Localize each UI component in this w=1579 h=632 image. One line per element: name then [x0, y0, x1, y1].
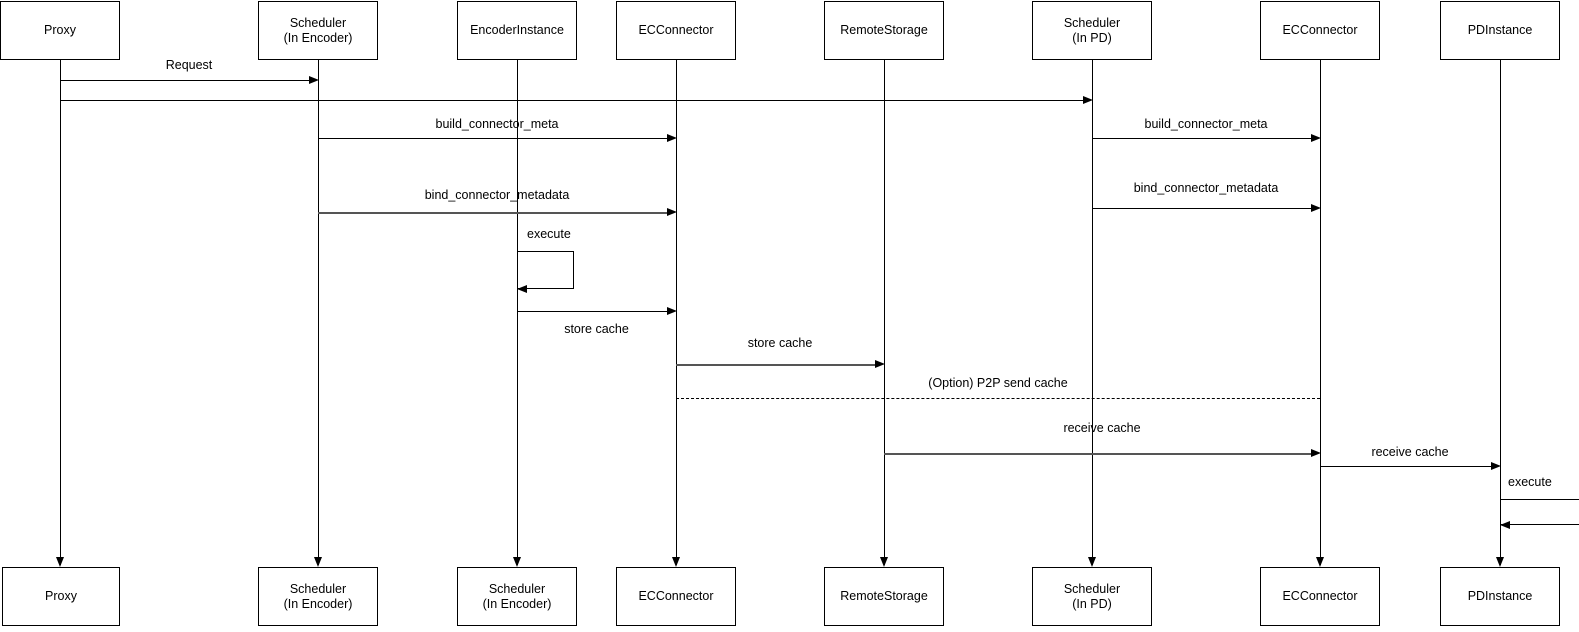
participant-box-bottom-remote-store[interactable]: RemoteStorage	[824, 567, 944, 626]
message-label-store-cache-encoder: store cache	[564, 322, 629, 336]
message-arrowhead-receive-cache-pd-instance	[1491, 461, 1501, 470]
participant-box-bottom-ec-conn-pd[interactable]: ECConnector	[1260, 567, 1380, 626]
message-label-store-cache-remote: store cache	[747, 336, 813, 350]
lifeline-end-arrow-ec-conn-pd	[1316, 557, 1324, 567]
message-label-bind-connector-metadata-encoder: bind_connector_metadata	[424, 188, 570, 202]
message-line-receive-cache-pd-instance	[1320, 466, 1494, 467]
message-label-request: Request	[165, 58, 213, 72]
participant-box-top-ec-conn-enc[interactable]: ECConnector	[616, 1, 736, 60]
message-line-store-cache-remote	[676, 364, 878, 366]
lifeline-end-arrow-proxy	[56, 557, 64, 567]
participant-box-top-encoder-inst[interactable]: EncoderInstance	[457, 1, 577, 60]
lifeline-end-arrow-remote-store	[880, 557, 888, 567]
lifeline-end-arrow-pd-inst	[1496, 557, 1504, 567]
message-line-p2p-send-cache	[676, 398, 1320, 399]
message-self-loop-execute-pd	[1500, 499, 1579, 525]
message-label-build-connector-meta-pd: build_connector_meta	[1144, 117, 1268, 131]
message-arrowhead-proxy-to-scheduler-pd	[1083, 95, 1093, 104]
message-line-store-cache-encoder	[517, 311, 670, 312]
message-arrowhead-receive-cache-pd-connector	[1311, 448, 1321, 457]
message-arrowhead-request	[309, 75, 319, 84]
participant-box-bottom-sched-pd[interactable]: Scheduler (In PD)	[1032, 567, 1152, 626]
message-arrowhead-bind-connector-metadata-encoder	[667, 207, 677, 216]
participant-box-top-sched-pd[interactable]: Scheduler (In PD)	[1032, 1, 1152, 60]
lifeline-end-arrow-encoder-inst	[513, 557, 521, 567]
participant-box-top-sched-enc[interactable]: Scheduler (In Encoder)	[258, 1, 378, 60]
lifeline-sched-pd	[1092, 60, 1093, 565]
message-label-p2p-send-cache: (Option) P2P send cache	[928, 376, 1068, 390]
lifeline-end-arrow-ec-conn-enc	[672, 557, 680, 567]
message-line-request	[60, 80, 312, 81]
message-arrowhead-execute-encoder	[517, 284, 527, 293]
message-arrowhead-build-connector-meta-pd	[1311, 133, 1321, 142]
lifeline-proxy	[60, 60, 61, 565]
participant-box-top-proxy[interactable]: Proxy	[0, 1, 120, 60]
message-line-bind-connector-metadata-pd	[1092, 208, 1314, 209]
lifeline-encoder-inst	[517, 60, 518, 565]
message-label-receive-cache-pd-connector: receive cache	[1063, 421, 1141, 435]
participant-box-bottom-proxy[interactable]: Proxy	[2, 567, 120, 626]
message-label-bind-connector-metadata-pd: bind_connector_metadata	[1133, 181, 1279, 195]
lifeline-ec-conn-pd	[1320, 60, 1321, 565]
participant-box-top-remote-store[interactable]: RemoteStorage	[824, 1, 944, 60]
participant-box-top-ec-conn-pd[interactable]: ECConnector	[1260, 1, 1380, 60]
message-line-build-connector-meta-pd	[1092, 138, 1314, 139]
message-label-receive-cache-pd-instance: receive cache	[1371, 445, 1449, 459]
message-arrowhead-store-cache-remote	[875, 359, 885, 368]
message-line-bind-connector-metadata-encoder	[318, 212, 670, 214]
message-line-proxy-to-scheduler-pd	[60, 100, 1086, 101]
message-self-loop-execute-encoder	[517, 251, 574, 289]
message-label-execute-encoder: execute	[527, 227, 571, 241]
lifeline-pd-inst	[1500, 60, 1501, 565]
participant-box-top-pd-inst[interactable]: PDInstance	[1440, 1, 1560, 60]
message-arrowhead-build-connector-meta-encoder	[667, 133, 677, 142]
lifeline-remote-store	[884, 60, 885, 565]
message-line-build-connector-meta-encoder	[318, 138, 670, 139]
participant-box-bottom-sched-enc[interactable]: Scheduler (In Encoder)	[258, 567, 378, 626]
message-line-receive-cache-pd-connector	[884, 453, 1314, 455]
participant-box-bottom-encoder-inst[interactable]: Scheduler (In Encoder)	[457, 567, 577, 626]
message-arrowhead-execute-pd	[1500, 520, 1510, 529]
participant-box-bottom-ec-conn-enc[interactable]: ECConnector	[616, 567, 736, 626]
message-label-build-connector-meta-encoder: build_connector_meta	[435, 117, 559, 131]
message-label-execute-pd: execute	[1508, 475, 1552, 489]
lifeline-sched-enc	[318, 60, 319, 565]
participant-box-bottom-pd-inst[interactable]: PDInstance	[1440, 567, 1560, 626]
lifeline-end-arrow-sched-enc	[314, 557, 322, 567]
lifeline-end-arrow-sched-pd	[1088, 557, 1096, 567]
message-arrowhead-bind-connector-metadata-pd	[1311, 203, 1321, 212]
message-arrowhead-store-cache-encoder	[667, 306, 677, 315]
